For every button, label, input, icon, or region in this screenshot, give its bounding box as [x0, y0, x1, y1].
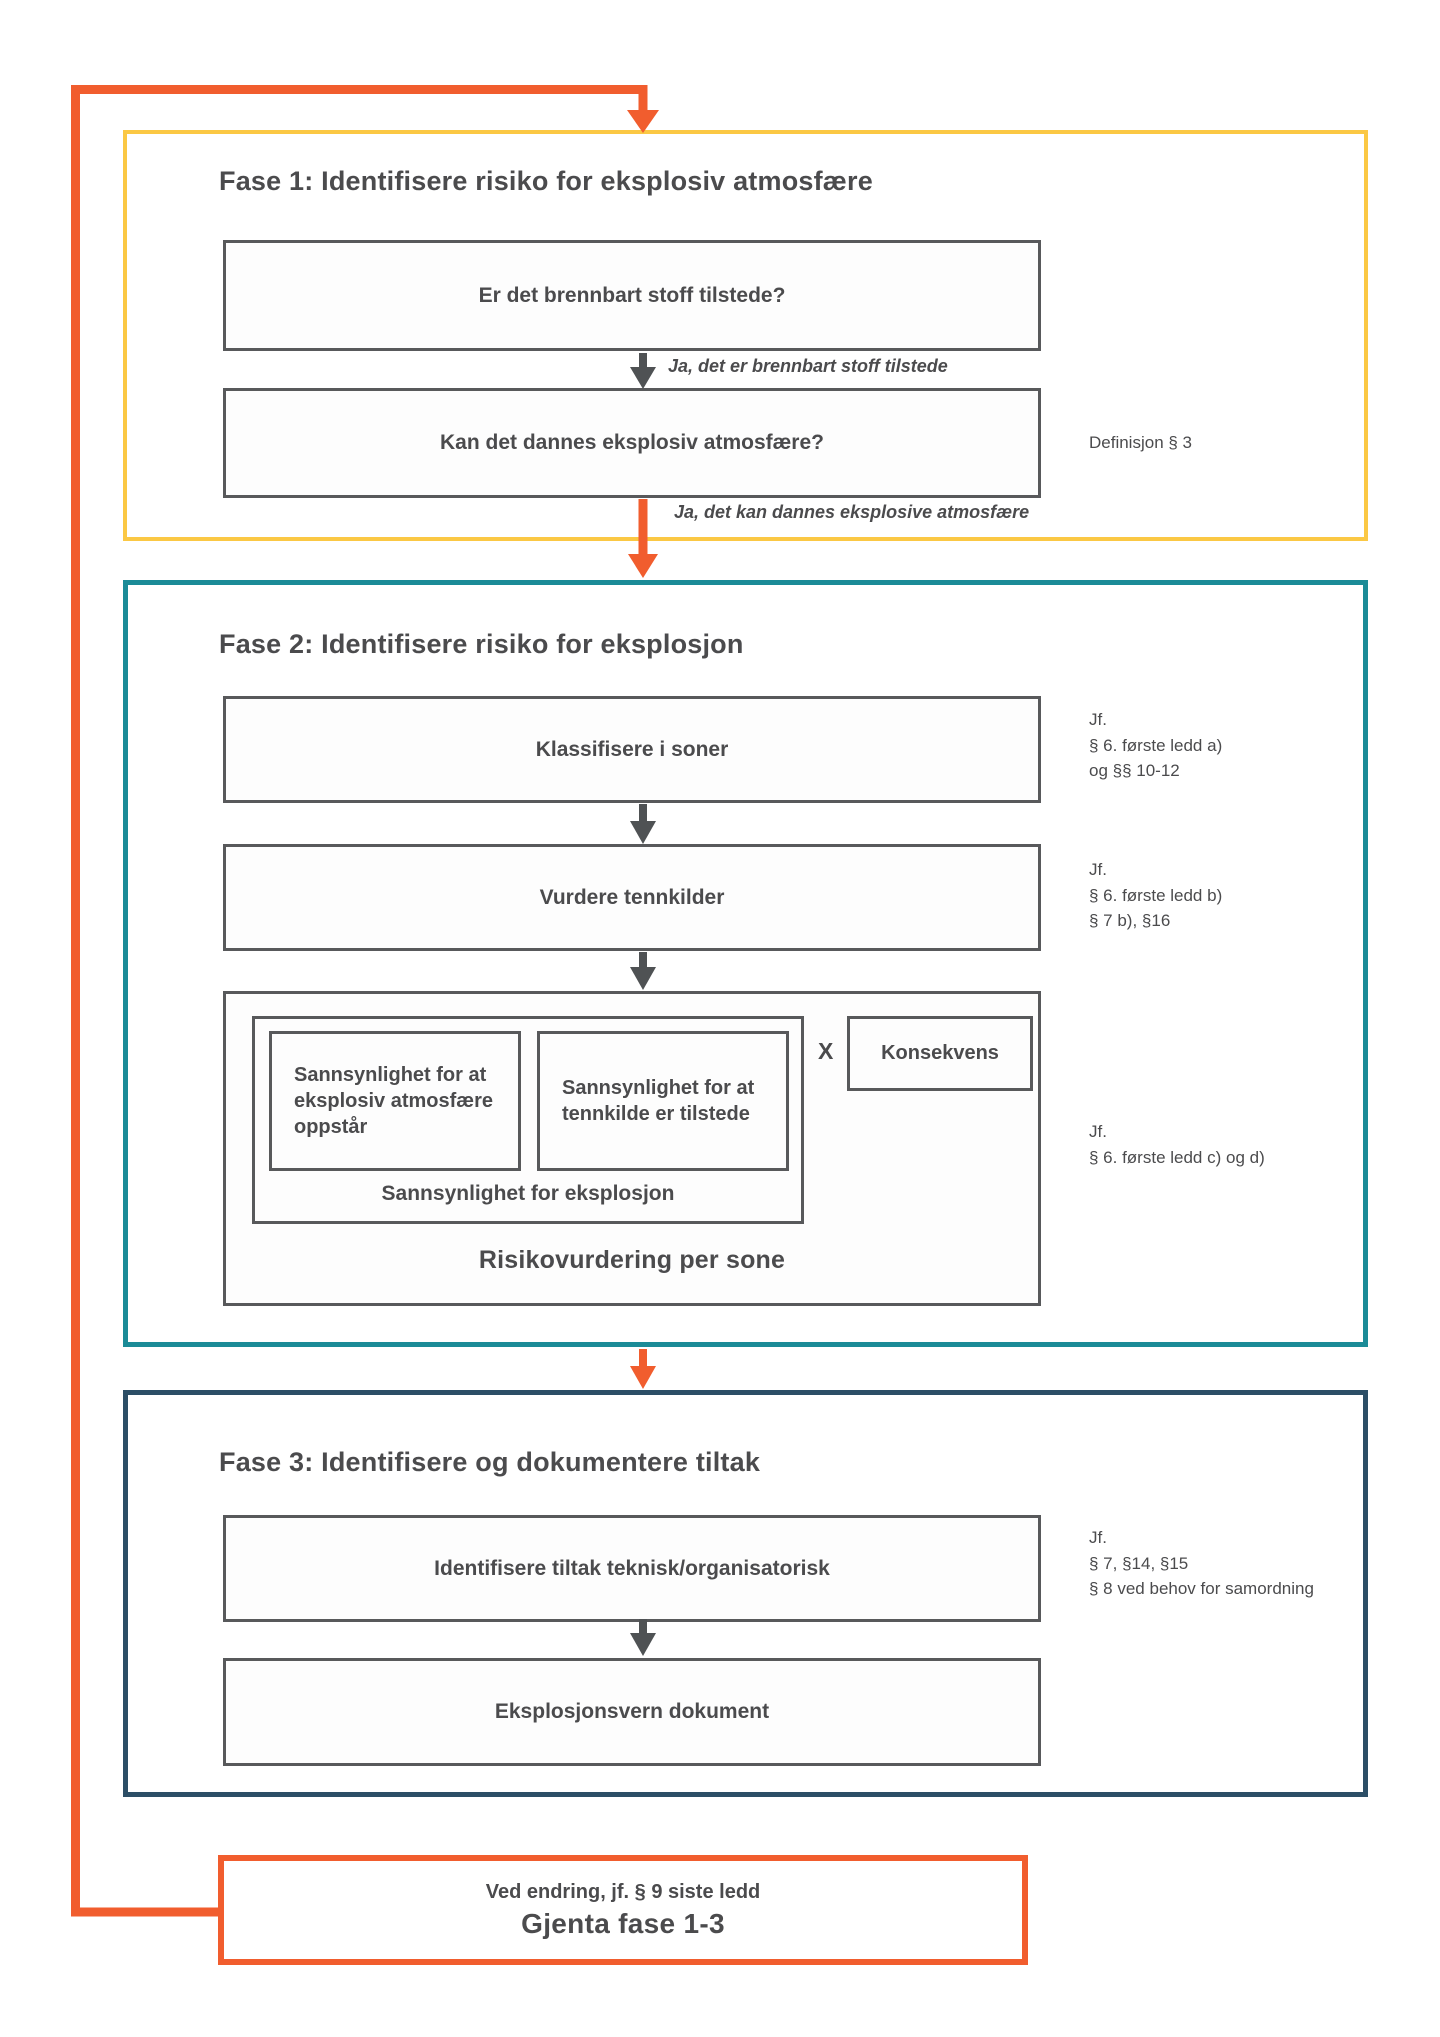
- fase2-title: Fase 2: Identifisere risiko for eksplosj…: [219, 629, 744, 659]
- fase2-annotation-2: Jf. § 6. første ledd b) § 7 b), §16: [1089, 860, 1223, 930]
- fase2-prob-box-atmosphere: Sannsynlighet for at eksplosiv atmosfære…: [269, 1031, 521, 1171]
- fase1-arrow1-label: Ja, det er brennbart stoff tilstede: [668, 356, 948, 376]
- fase2-prob-caption: Sannsynlighet for eksplosjon: [381, 1182, 675, 1205]
- fase2-probability-wrapper: Sannsynlighet for at eksplosiv atmosfære…: [252, 1016, 804, 1224]
- fase3-title: Fase 3: Identifisere og dokumentere tilt…: [219, 1447, 761, 1477]
- fase3-box-tiltak: Identifisere tiltak teknisk/organisatori…: [223, 1515, 1041, 1622]
- fase1-annotation-definisjon: Definisjon § 3: [1089, 433, 1193, 452]
- repeat-phase-box: Ved endring, jf. § 9 siste ledd Gjenta f…: [218, 1855, 1028, 1965]
- fase2-annotation-1: Jf. § 6. første ledd a) og §§ 10-12: [1089, 710, 1223, 780]
- fase1-container: Fase 1: Identifisere risiko for eksplosi…: [123, 130, 1368, 541]
- repeat-box-line1: Ved endring, jf. § 9 siste ledd: [485, 1880, 761, 1903]
- fase2-risk-caption: Risikovurdering per sone: [478, 1246, 786, 1274]
- fase1-question-box-1: Er det brennbart stoff tilstede?: [223, 240, 1041, 351]
- orange-arrow-fase2-to-fase3: [630, 1349, 656, 1389]
- fase3-box-dokument: Eksplosjonsvern dokument: [223, 1658, 1041, 1766]
- fase1-arrow2-label: Ja, det kan dannes eksplosive atmosfære: [674, 502, 1030, 522]
- fase2-multiply-x: X: [818, 1038, 834, 1064]
- fase2-container: Fase 2: Identifisere risiko for eksplosj…: [123, 580, 1368, 1347]
- fase3-container: Fase 3: Identifisere og dokumentere tilt…: [123, 1390, 1368, 1797]
- fase2-box-tennkilder: Vurdere tennkilder: [223, 844, 1041, 951]
- repeat-box-line2: Gjenta fase 1-3: [521, 1907, 725, 1939]
- fase2-box-klassifisere: Klassifisere i soner: [223, 696, 1041, 803]
- fase2-risk-box: Sannsynlighet for at eksplosiv atmosfære…: [223, 991, 1041, 1306]
- fase1-title: Fase 1: Identifisere risiko for eksplosi…: [219, 166, 873, 196]
- fase2-prob-box-ignition: Sannsynlighet for at tennkilde er tilste…: [537, 1031, 789, 1171]
- fase2-consequence-box: Konsekvens: [847, 1016, 1033, 1091]
- fase2-annotation-3: Jf. § 6. første ledd c) og d): [1089, 1122, 1265, 1167]
- fase3-annotation-1: Jf. § 7, §14, §15 § 8 ved behov for samo…: [1089, 1528, 1314, 1598]
- fase1-question-box-2: Kan det dannes eksplosiv atmosfære?: [223, 388, 1041, 498]
